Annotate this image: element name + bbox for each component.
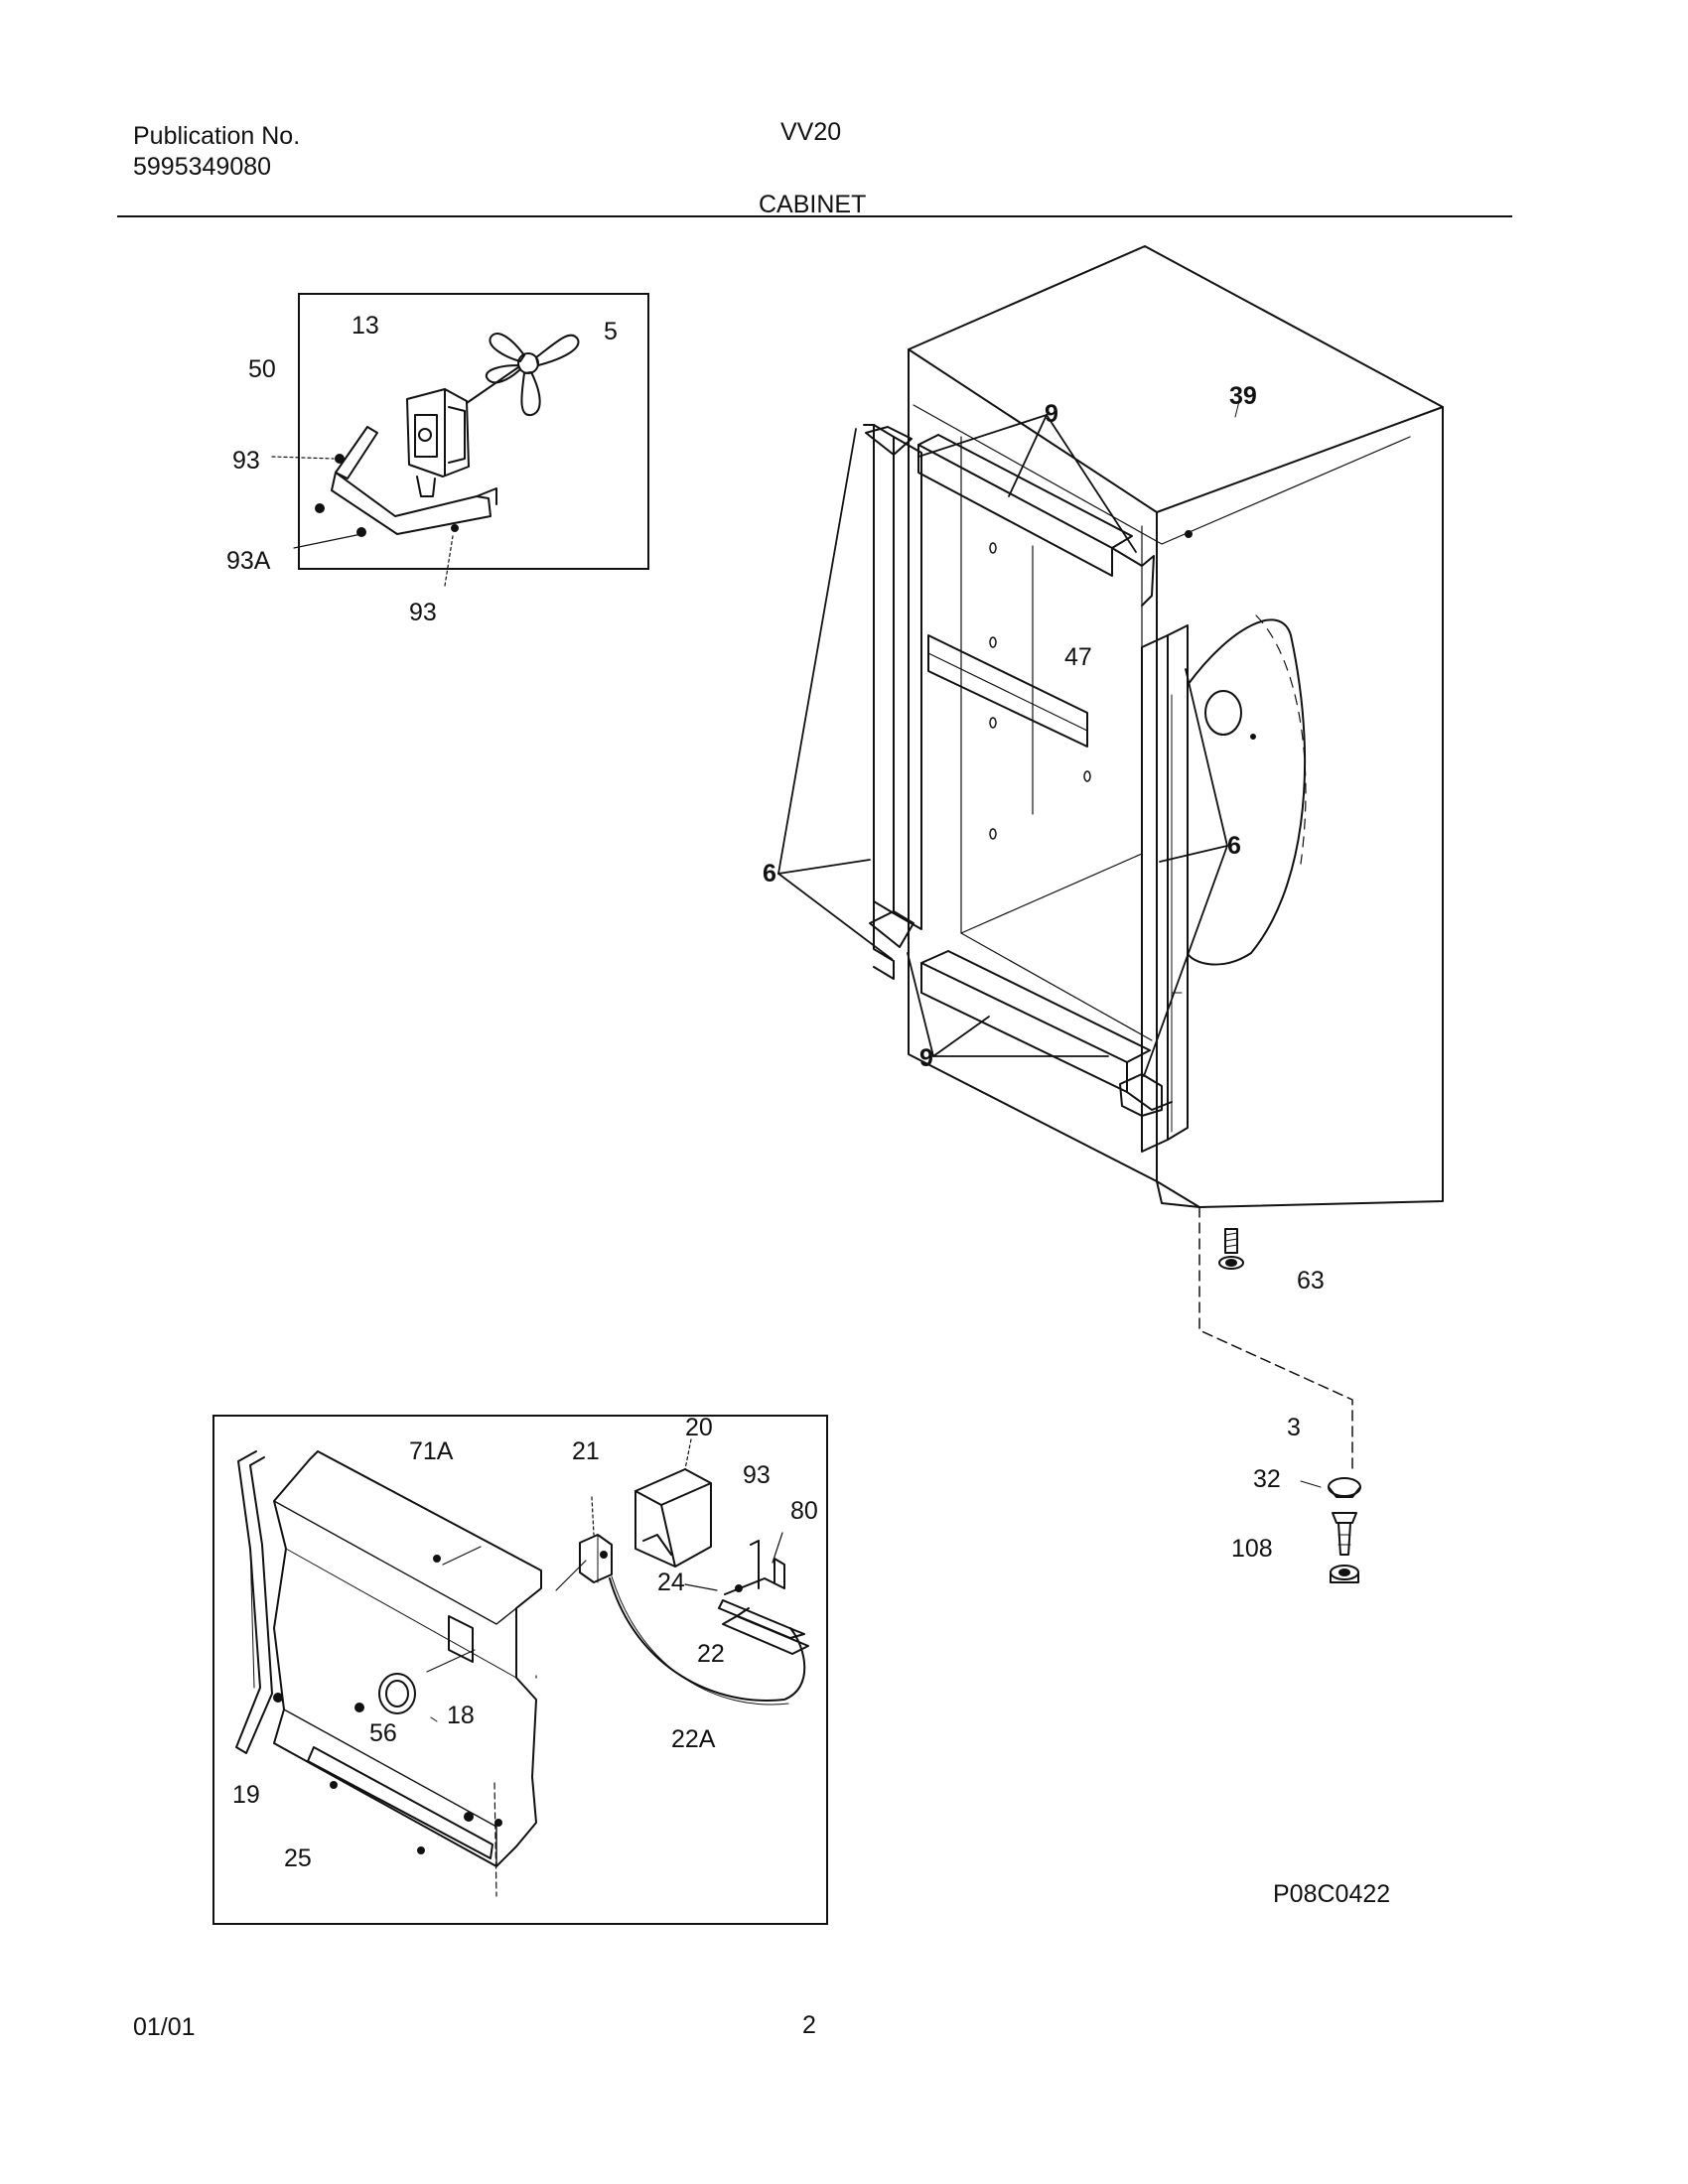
callout-19: 19 <box>232 1781 260 1809</box>
section-title: CABINET <box>759 191 867 218</box>
fan-motor-inset-frame <box>298 293 649 570</box>
bolt-63 <box>1218 1228 1244 1270</box>
breaker-strip-top <box>917 434 1155 607</box>
screw-93a <box>315 503 366 537</box>
cabinet <box>863 245 1444 1208</box>
callout-63: 63 <box>1297 1267 1325 1295</box>
fan-motor <box>406 388 470 497</box>
callout-80: 80 <box>790 1497 818 1525</box>
callout-108: 108 <box>1231 1535 1273 1563</box>
callout-13: 13 <box>352 312 379 340</box>
callout-3: 3 <box>1287 1414 1301 1441</box>
kick-plate-assembly <box>235 1438 809 1897</box>
kick-plate-inset-frame <box>212 1415 828 1925</box>
drain-trough-22 <box>718 1599 809 1655</box>
callout-93a: 93A <box>226 547 271 575</box>
model-number: VV20 <box>780 118 842 146</box>
fan-motor-assembly <box>271 333 580 587</box>
gasket-strip-left <box>863 424 922 980</box>
callout-24: 24 <box>657 1569 685 1596</box>
callout-6-right: 6 <box>1227 832 1241 860</box>
side-strip-19 <box>235 1450 273 1754</box>
bracket-24 <box>724 1540 785 1595</box>
callout-93: 93 <box>232 447 260 475</box>
callout-50: 50 <box>248 355 276 383</box>
callout-22a: 22A <box>671 1725 716 1753</box>
footer-page-number: 2 <box>802 2011 816 2039</box>
callout-18: 18 <box>447 1702 475 1729</box>
leg-body-108 <box>1332 1512 1357 1556</box>
callout-9-top: 9 <box>1045 400 1058 428</box>
callout-22: 22 <box>697 1640 725 1668</box>
leg-cap-32 <box>1328 1477 1361 1498</box>
callout-93-kick: 93 <box>743 1461 771 1489</box>
leg-nut-3 <box>1330 1565 1359 1583</box>
callout-21: 21 <box>572 1437 600 1465</box>
publication-label: Publication No. <box>133 122 301 150</box>
kick-plate-71a <box>273 1450 542 1867</box>
screw-93 <box>335 454 345 464</box>
corner-bottom-right <box>1119 1073 1163 1117</box>
defrost-timer-21 <box>579 1534 613 1583</box>
corner-top-left <box>865 426 913 456</box>
motor-bracket <box>331 426 497 535</box>
callout-20: 20 <box>685 1414 713 1441</box>
corner-bottom-left <box>869 910 914 948</box>
callout-6-left: 6 <box>763 860 776 887</box>
wire-22a <box>609 1577 806 1702</box>
callout-32: 32 <box>1253 1465 1281 1493</box>
callout-47: 47 <box>1064 643 1092 671</box>
callout-39: 39 <box>1229 382 1257 410</box>
gasket-strip-right <box>1141 624 1189 1153</box>
callout-9-bottom: 9 <box>919 1044 933 1072</box>
callout-56: 56 <box>369 1719 397 1747</box>
callout-93-lower: 93 <box>409 599 437 626</box>
motor-shaft <box>466 366 519 404</box>
diagram-code: P08C0422 <box>1273 1880 1391 1908</box>
breaker-strip-bottom <box>920 950 1173 1111</box>
publication-number: 5995349080 <box>133 153 272 181</box>
fan-blade <box>485 333 580 417</box>
callout-25: 25 <box>284 1844 312 1872</box>
footer-date: 01/01 <box>133 2013 196 2041</box>
header-rule <box>117 215 1512 217</box>
callout-5: 5 <box>604 318 618 345</box>
leveling-leg <box>1198 1206 1361 1583</box>
callout-71a: 71A <box>409 1437 454 1465</box>
compressor-housing <box>1187 614 1307 966</box>
